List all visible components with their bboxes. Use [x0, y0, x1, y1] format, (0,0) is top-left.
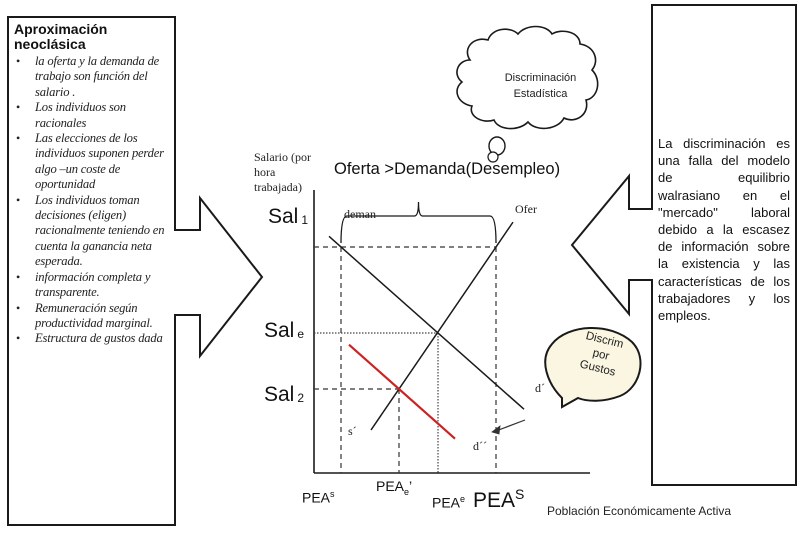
x-tick-main: PEA: [376, 478, 405, 494]
y-tick-main: Sal: [264, 383, 295, 406]
x-tick-sup: s: [330, 489, 335, 499]
assumption-item: información completa y transparente.: [14, 270, 169, 301]
demand-prime-label: d´: [535, 381, 545, 395]
speech-bubble-shape: [544, 327, 642, 409]
y-axis-label-line-2: hora trabajada): [254, 165, 302, 194]
x-tick-main: PEA: [473, 489, 516, 512]
assumption-item: Los individuos toman decisiones (eligen)…: [14, 193, 169, 270]
y-tick-main: Sal: [268, 205, 299, 228]
x-tick-main: PEA: [302, 489, 331, 506]
thought-bubble-text: Discriminación Estadística: [483, 70, 598, 102]
y-tick-sub: 1: [301, 213, 309, 227]
left-panel: Aproximación neoclásica la oferta y la d…: [14, 21, 169, 348]
assumption-item: Las elecciones de los individuos suponen…: [14, 131, 169, 193]
assumptions-list: la oferta y la demanda de trabajo son fu…: [14, 54, 169, 347]
thought-bubble-line-2: Estadística: [513, 88, 568, 100]
unemployment-bracket: [340, 201, 497, 244]
x-axis-label: Población Económicamente Activa: [547, 504, 732, 518]
thought-bubble-line-1: Discriminación: [504, 72, 577, 84]
shift-arrow-line: [495, 419, 526, 432]
x-tick-suffix: ’: [409, 478, 413, 494]
assumption-item: la oferta y la demanda de trabajo son fu…: [14, 54, 169, 100]
demand-curve-label: deman: [344, 207, 376, 221]
thought-cloud-shape: [456, 25, 599, 130]
assumption-item: Los individuos son racionales: [14, 100, 169, 131]
demand-double-prime-label: d´´: [473, 439, 487, 453]
x-tick-pea-e-prime: PEAe’: [376, 478, 412, 497]
assumption-item: Remuneración según productividad margina…: [14, 301, 169, 332]
y-tick-sub: e: [297, 327, 305, 341]
shift-arrow-head-icon: [491, 425, 501, 435]
supply-curve-label: Ofer: [515, 202, 537, 216]
shifted-supply-label: s´: [348, 424, 357, 438]
right-panel-text: La discriminación es una falla del model…: [658, 136, 790, 324]
x-tick-sub: e: [404, 486, 410, 497]
y-tick-sub: 2: [297, 391, 305, 405]
thought-cloud-tail-small: [487, 151, 499, 163]
supply-curve: [370, 221, 514, 431]
y-axis-label: Salario (por hora trabajada): [254, 150, 326, 195]
chart-title: Oferta >Demanda(Desempleo): [334, 160, 561, 178]
x-tick-pea-e: PEAe: [432, 494, 465, 511]
x-tick-pea-s: PEAs: [302, 489, 335, 506]
y-axis-label-line-1: Salario (por: [254, 150, 311, 164]
y-tick-main: Sal: [264, 319, 295, 342]
left-panel-title: Aproximación neoclásica: [14, 21, 108, 52]
demand-curve: [328, 235, 525, 410]
x-tick-main: PEA: [432, 494, 461, 511]
assumption-item: Estructura de gustos dada: [14, 331, 169, 347]
shifted-demand-curve: [348, 343, 456, 440]
x-tick-pea-S: PEAS: [473, 486, 524, 513]
supply-demand-chart: [313, 190, 590, 474]
x-tick-sup: S: [515, 486, 525, 502]
right-callout-arrow-shape: [570, 4, 797, 486]
x-tick-sup: e: [460, 494, 466, 504]
